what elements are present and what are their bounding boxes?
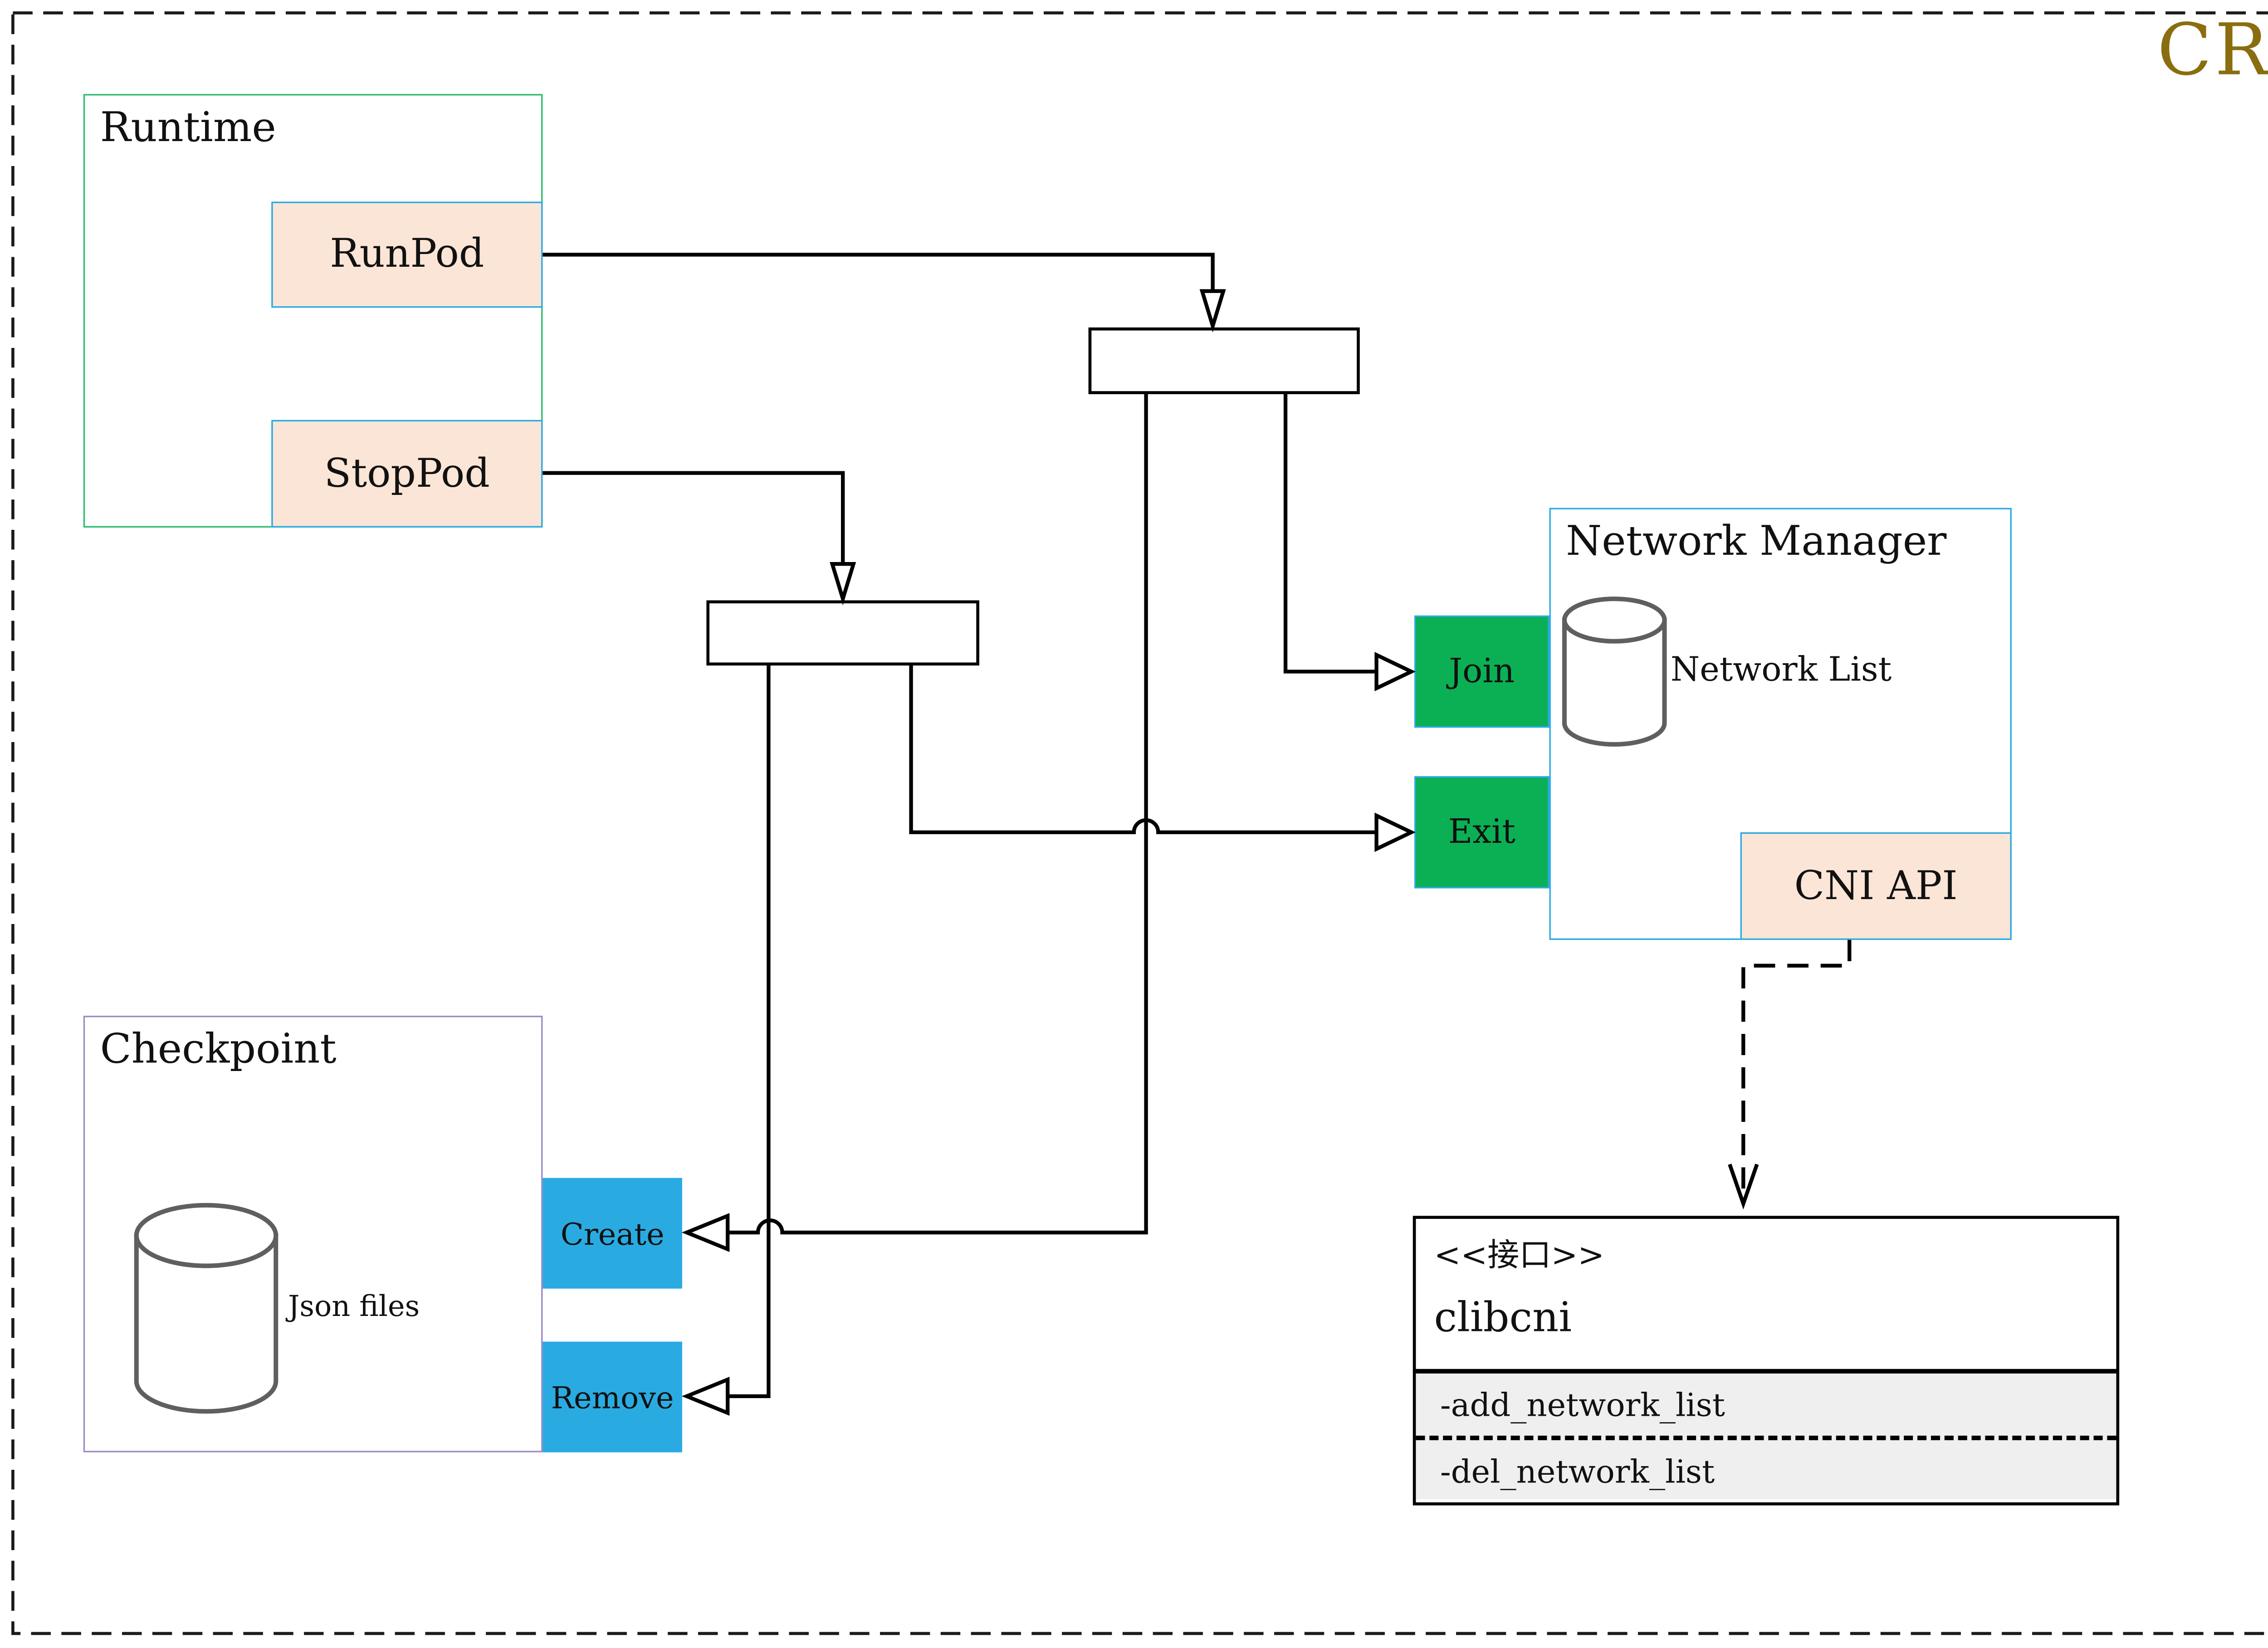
runpod-box: RunPod [271, 201, 543, 308]
cni-api-box: CNI API [1740, 832, 2012, 940]
runpod-label: RunPod [330, 232, 484, 278]
create-box: Create [543, 1178, 682, 1289]
connector-junction2-remove [728, 665, 771, 1399]
create-label: Create [560, 1215, 665, 1252]
page-title: CRI [2157, 9, 2268, 93]
join-box: Join [1414, 615, 1549, 728]
right-arrowhead-join-icon [1374, 652, 1416, 691]
down-arrowhead-junction1-icon [1199, 289, 1226, 333]
network-list-label: Network List [1670, 652, 1892, 690]
connector-junction1-join [1283, 394, 1377, 674]
runtime-label: Runtime [100, 104, 276, 152]
join-label: Join [1449, 652, 1515, 691]
json-files-label: Json files [288, 1290, 420, 1324]
connector-junction1-create [728, 394, 1148, 1235]
checkpoint-label: Checkpoint [100, 1026, 337, 1074]
remove-label: Remove [551, 1379, 674, 1415]
remove-box: Remove [543, 1341, 682, 1452]
stoppod-label: StopPod [324, 451, 490, 497]
right-arrowhead-exit-icon [1374, 812, 1416, 852]
interface-class-header: <<接口>> clibcni [1416, 1219, 2116, 1374]
junction-box-2 [706, 600, 979, 666]
junction-box-1 [1088, 327, 1360, 394]
exit-box: Exit [1414, 776, 1549, 889]
connector-runpod-junction1 [543, 253, 1215, 291]
down-arrowhead-junction2-icon [830, 562, 856, 606]
left-arrowhead-create-icon [681, 1213, 730, 1252]
connector-junction2-exit [909, 665, 1377, 834]
interface-method-del: -del_network_list [1416, 1435, 2116, 1502]
checkpoint-box: Checkpoint [83, 1016, 543, 1452]
network-manager-label: Network Manager [1566, 518, 1947, 566]
connector-stoppod-junction2 [543, 471, 845, 564]
stoppod-box: StopPod [271, 420, 543, 528]
interface-class-box: <<接口>> clibcni -add_network_list -del_ne… [1413, 1216, 2120, 1506]
connector-cniapi-clibcni [1741, 940, 1852, 1201]
cni-api-label: CNI API [1794, 863, 1958, 909]
interface-methods-section: -add_network_list -del_network_list [1416, 1373, 2116, 1502]
interface-stereotype: <<接口>> [1434, 1237, 1605, 1274]
interface-method-add: -add_network_list [1440, 1386, 1725, 1423]
left-arrowhead-remove-icon [681, 1377, 730, 1416]
interface-name: clibcni [1434, 1295, 1572, 1342]
dashed-open-v-arrowhead-icon [1728, 1164, 1759, 1210]
exit-label: Exit [1448, 813, 1515, 851]
